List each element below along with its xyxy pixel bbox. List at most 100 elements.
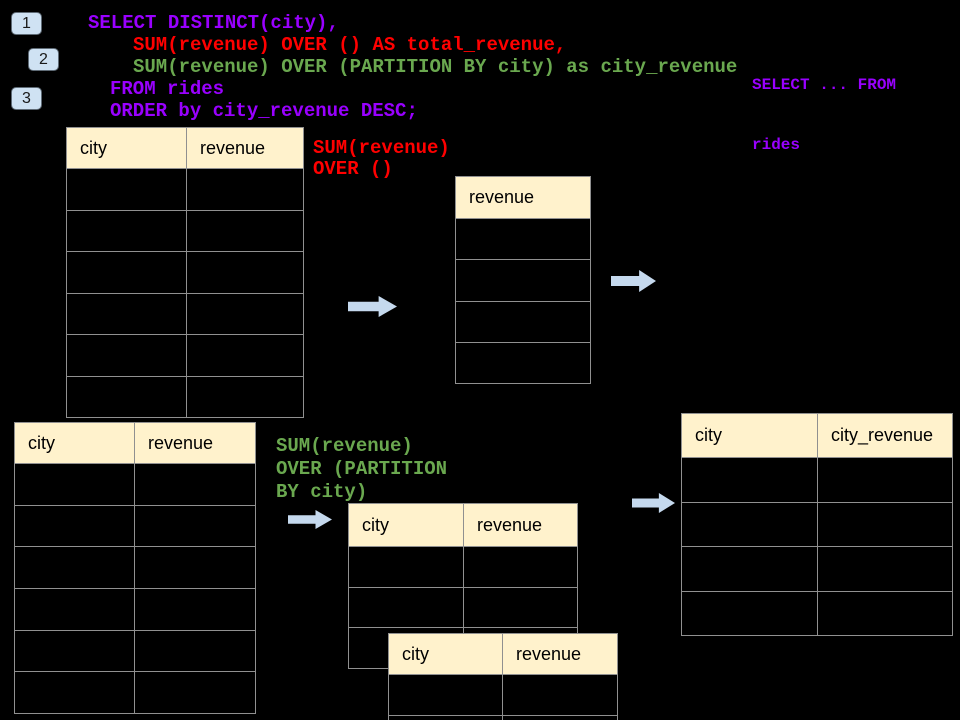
- column-header-city-revenue: city_revenue: [817, 413, 953, 458]
- empty-cell: [134, 546, 256, 590]
- column-header-revenue: revenue: [455, 176, 591, 219]
- table-source-bottom: city revenue: [14, 422, 256, 715]
- step-badge-label: 1: [22, 14, 31, 32]
- table-row: [388, 715, 618, 720]
- empty-cell: [66, 251, 187, 294]
- empty-cell: [66, 334, 187, 377]
- empty-cell: [134, 671, 256, 715]
- table-row: [14, 671, 256, 715]
- empty-cell: [388, 674, 503, 716]
- column-header-revenue: revenue: [502, 633, 618, 675]
- empty-cell: [348, 586, 464, 629]
- table-row: [66, 209, 304, 252]
- side-note: SELECT ... FROM rides: [752, 35, 896, 195]
- empty-cell: [463, 586, 578, 629]
- empty-cell: [817, 546, 953, 592]
- label-partition-by: SUM(revenue) OVER (PARTITION BY city): [276, 435, 447, 504]
- arrow-right-icon: [611, 270, 656, 292]
- table-header-row: city revenue: [388, 633, 618, 675]
- side-note-line: rides: [752, 136, 801, 154]
- label-line: SUM(revenue): [276, 435, 413, 457]
- step-badge-label: 3: [22, 89, 31, 107]
- arrow-right-icon: [632, 493, 675, 513]
- table-partition-front: city revenue: [388, 633, 618, 720]
- empty-cell: [186, 168, 304, 211]
- table-header-row: revenue: [455, 176, 591, 219]
- table-row: [66, 334, 304, 377]
- label-total-revenue: SUM(revenue) OVER (): [313, 138, 450, 180]
- table-row: [14, 629, 256, 673]
- side-note-line: SELECT ... FROM: [752, 76, 897, 94]
- empty-cell: [817, 501, 953, 547]
- table-row: [681, 501, 953, 547]
- table-row: [14, 463, 256, 506]
- empty-cell: [14, 629, 135, 673]
- table-row: [348, 546, 578, 588]
- column-header-city: city: [681, 413, 818, 458]
- column-header-revenue: revenue: [186, 127, 304, 169]
- step-badge-3: 3: [11, 87, 42, 110]
- table-header-row: city city_revenue: [681, 413, 953, 458]
- empty-cell: [388, 715, 503, 720]
- sql-line-select: SELECT DISTINCT(city),: [88, 12, 339, 34]
- column-header-revenue: revenue: [463, 503, 578, 547]
- empty-cell: [186, 251, 304, 294]
- label-line: BY city): [276, 481, 368, 503]
- table-row: [681, 457, 953, 503]
- table-row: [388, 674, 618, 716]
- sql-line-order: ORDER by city_revenue DESC;: [110, 100, 418, 122]
- table-row: [455, 217, 591, 261]
- empty-cell: [14, 546, 135, 590]
- table-row: [14, 504, 256, 548]
- empty-cell: [14, 671, 135, 715]
- empty-cell: [66, 292, 187, 335]
- empty-cell: [502, 674, 618, 716]
- table-row: [14, 546, 256, 590]
- empty-cell: [681, 546, 818, 592]
- table-header-row: city revenue: [14, 422, 256, 464]
- empty-cell: [455, 217, 591, 261]
- empty-cell: [14, 588, 135, 631]
- table-result: city city_revenue: [681, 413, 953, 636]
- arrow-right-icon: [288, 510, 332, 529]
- empty-cell: [186, 292, 304, 335]
- table-row: [66, 168, 304, 211]
- table-row: [66, 375, 304, 418]
- column-header-city: city: [388, 633, 503, 675]
- sql-line-total: SUM(revenue) OVER () AS total_revenue,: [133, 34, 567, 56]
- empty-cell: [134, 588, 256, 631]
- table-row: [455, 341, 591, 385]
- sql-line-from: FROM rides: [110, 78, 225, 100]
- sql-line-partition: SUM(revenue) OVER (PARTITION BY city) as…: [133, 56, 738, 78]
- empty-cell: [66, 375, 187, 418]
- empty-cell: [455, 300, 591, 343]
- empty-cell: [14, 504, 135, 548]
- table-header-row: city revenue: [348, 503, 578, 547]
- empty-cell: [134, 504, 256, 548]
- empty-cell: [817, 590, 953, 636]
- table-row: [348, 586, 578, 629]
- table-source-top: city revenue: [66, 127, 304, 418]
- empty-cell: [681, 457, 818, 503]
- column-header-city: city: [14, 422, 135, 464]
- table-row: [681, 546, 953, 592]
- empty-cell: [463, 546, 578, 588]
- step-badge-2: 2: [28, 48, 59, 71]
- label-line: SUM(revenue): [313, 137, 450, 159]
- column-header-city: city: [348, 503, 464, 547]
- empty-cell: [455, 341, 591, 385]
- empty-cell: [134, 629, 256, 673]
- column-header-revenue: revenue: [134, 422, 256, 464]
- empty-cell: [348, 546, 464, 588]
- arrow-right-icon: [348, 296, 397, 317]
- table-header-row: city revenue: [66, 127, 304, 169]
- empty-cell: [817, 457, 953, 503]
- label-line: OVER (PARTITION: [276, 458, 448, 480]
- table-row: [14, 588, 256, 631]
- empty-cell: [66, 168, 187, 211]
- table-row: [455, 300, 591, 343]
- empty-cell: [681, 590, 818, 636]
- step-badge-label: 2: [39, 50, 48, 68]
- empty-cell: [502, 715, 618, 720]
